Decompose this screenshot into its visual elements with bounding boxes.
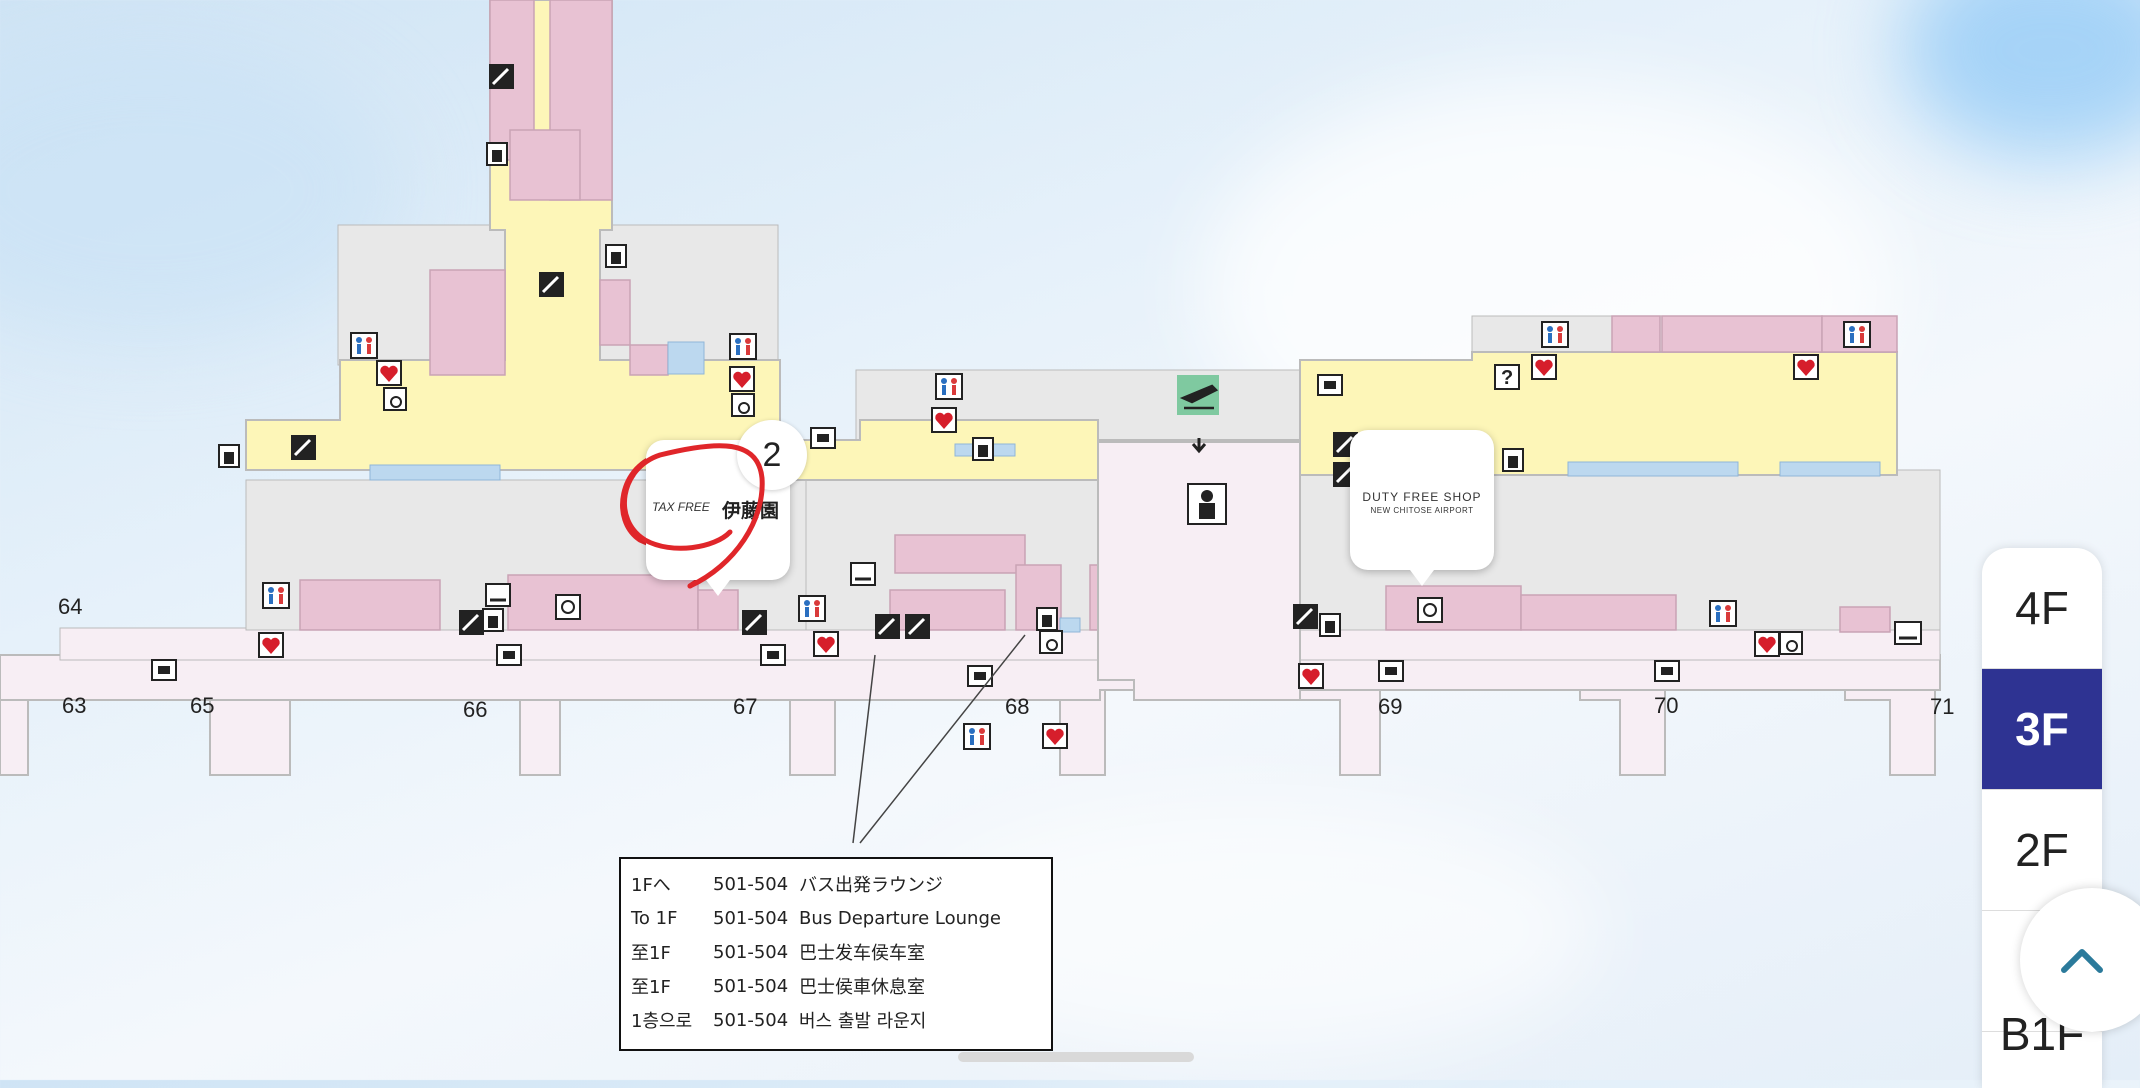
charging-icon[interactable] bbox=[760, 644, 786, 666]
duty-free-subtitle: NEW CHITOSE AIRPORT bbox=[1370, 506, 1474, 515]
aed-icon[interactable] bbox=[376, 360, 402, 386]
down-arrow-icon bbox=[1191, 438, 1207, 454]
departure-icon bbox=[1179, 384, 1219, 410]
toilet-icon[interactable] bbox=[935, 373, 963, 400]
wheelchair-icon[interactable] bbox=[383, 387, 407, 411]
toilet-icon[interactable] bbox=[262, 582, 290, 609]
smoking-icon[interactable] bbox=[485, 583, 511, 607]
floor-button-4f[interactable]: 4F bbox=[1982, 548, 2102, 669]
aed-icon[interactable] bbox=[1531, 354, 1557, 380]
escalator-icon[interactable] bbox=[459, 610, 484, 635]
toilet-icon[interactable] bbox=[1541, 321, 1569, 348]
security-area bbox=[1097, 441, 1301, 701]
elevator-icon[interactable] bbox=[218, 444, 240, 468]
toilet-icon[interactable] bbox=[350, 332, 378, 359]
wheelchair-icon[interactable] bbox=[1779, 631, 1803, 655]
aed-icon[interactable] bbox=[258, 632, 284, 658]
toilet-icon[interactable] bbox=[798, 595, 826, 622]
charging-icon[interactable] bbox=[1317, 374, 1343, 396]
shop-blocks bbox=[299, 0, 1898, 633]
elevator-icon[interactable] bbox=[482, 608, 504, 632]
escalator-icon[interactable] bbox=[742, 610, 767, 635]
floor-button-3f[interactable]: 3F bbox=[1982, 669, 2102, 790]
home-indicator bbox=[958, 1052, 1194, 1062]
escalator-icon[interactable] bbox=[539, 272, 564, 297]
charging-icon[interactable] bbox=[1654, 660, 1680, 682]
escalator-icon[interactable] bbox=[1293, 604, 1318, 629]
baby-care-icon[interactable] bbox=[555, 594, 581, 620]
aed-icon[interactable] bbox=[1754, 631, 1780, 657]
smoking-icon[interactable] bbox=[850, 562, 876, 586]
escalator-icon[interactable] bbox=[291, 435, 316, 460]
aed-icon[interactable] bbox=[1793, 354, 1819, 380]
charging-icon[interactable] bbox=[1378, 660, 1404, 682]
elevator-icon[interactable] bbox=[1319, 613, 1341, 637]
toilet-icon[interactable] bbox=[963, 723, 991, 750]
elevator-icon[interactable] bbox=[605, 244, 627, 268]
duty-free-title: DUTY FREE SHOP bbox=[1362, 490, 1482, 504]
charging-icon[interactable] bbox=[151, 659, 177, 681]
svg-text:?: ? bbox=[1501, 367, 1513, 389]
charging-icon[interactable] bbox=[810, 427, 836, 449]
escalator-icon[interactable] bbox=[875, 614, 900, 639]
gate-labels: 63 64 65 66 67 68 69 70 71 bbox=[58, 594, 1954, 722]
scroll-up-button[interactable] bbox=[2020, 888, 2140, 1032]
gate-69: 69 bbox=[1378, 694, 1402, 719]
duty-free-shop-callout[interactable]: DUTY FREE SHOP NEW CHITOSE AIRPORT bbox=[1350, 430, 1494, 586]
callout-number-badge: 2 bbox=[737, 420, 807, 490]
legend-leader-lines bbox=[852, 634, 1026, 844]
charging-icon[interactable] bbox=[496, 644, 522, 666]
aed-icon[interactable] bbox=[729, 366, 755, 392]
smoking-icon[interactable] bbox=[1894, 621, 1922, 645]
gate-64: 64 bbox=[58, 594, 82, 619]
elevator-icon[interactable] bbox=[486, 142, 508, 166]
toilet-icon[interactable] bbox=[1709, 600, 1737, 627]
toilet-icon[interactable] bbox=[729, 333, 757, 360]
elevator-icon[interactable] bbox=[1502, 448, 1524, 472]
escalator-icon[interactable] bbox=[905, 614, 930, 639]
callout-number: 2 bbox=[762, 435, 782, 474]
wheelchair-icon[interactable] bbox=[1039, 630, 1063, 654]
info-icon[interactable]: ? bbox=[1494, 364, 1520, 390]
wheelchair-icon[interactable] bbox=[731, 393, 755, 417]
aed-icon[interactable] bbox=[931, 407, 957, 433]
aed-icon[interactable] bbox=[813, 631, 839, 657]
elevator-icon[interactable] bbox=[972, 437, 994, 461]
gate-70: 70 bbox=[1654, 693, 1678, 718]
aed-icon[interactable] bbox=[1298, 663, 1324, 689]
toilet-icon[interactable] bbox=[1843, 321, 1871, 348]
gate-63: 63 bbox=[62, 693, 86, 718]
gate-67: 67 bbox=[733, 694, 757, 719]
elevator-icon[interactable] bbox=[1036, 607, 1058, 631]
gate-65: 65 bbox=[190, 693, 214, 718]
gate-66: 66 bbox=[463, 697, 487, 722]
escalator-icon[interactable] bbox=[489, 64, 514, 89]
gate-71: 71 bbox=[1930, 694, 1954, 719]
charging-icon[interactable] bbox=[967, 665, 993, 687]
gate-68: 68 bbox=[1005, 694, 1029, 719]
aed-icon[interactable] bbox=[1042, 723, 1068, 749]
tax-free-label: TAX FREE bbox=[652, 500, 710, 514]
itoen-name: 伊藤園 bbox=[722, 500, 780, 522]
chevron-up-icon bbox=[2061, 949, 2103, 973]
baby-care-icon[interactable] bbox=[1417, 597, 1443, 623]
